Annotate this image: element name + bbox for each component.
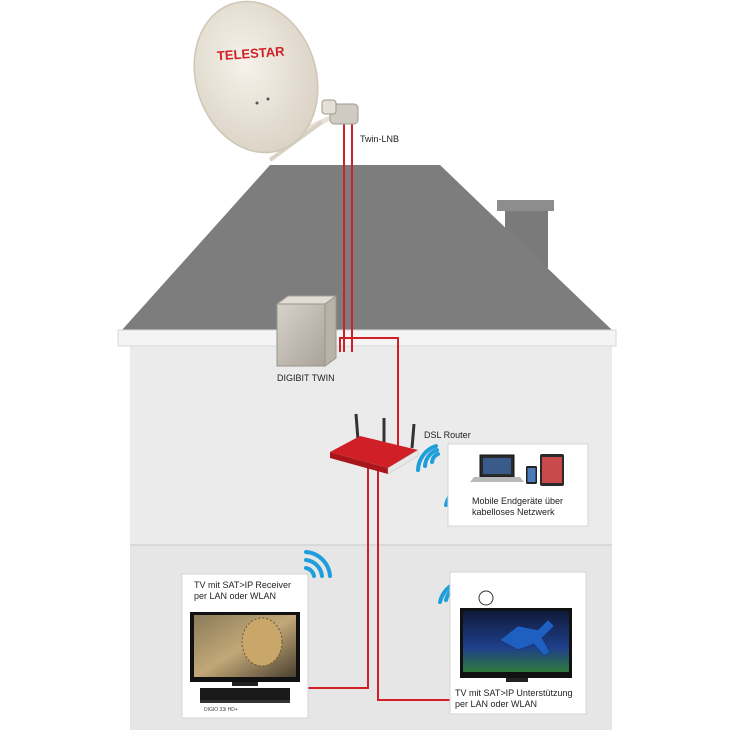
tv1-label-line1: TV mit SAT>IP Receiver bbox=[194, 580, 291, 590]
router-to-tv1-cable bbox=[298, 468, 369, 689]
tv2-stand bbox=[506, 678, 528, 682]
dish-hole bbox=[255, 101, 259, 105]
antenna bbox=[410, 423, 416, 449]
sat-receiver bbox=[200, 688, 290, 702]
mobile-panel-box bbox=[447, 443, 589, 527]
router-front bbox=[330, 452, 388, 474]
tablet-display bbox=[542, 457, 562, 483]
tv1-stand bbox=[232, 682, 258, 686]
football-player bbox=[499, 619, 555, 657]
wifi-icon-tv1 bbox=[304, 550, 332, 578]
mobile-label: Mobile Endgeräte über kabelloses Netzwer… bbox=[472, 496, 563, 518]
dsl-router-device bbox=[330, 413, 419, 475]
twin-lnb-feed bbox=[321, 99, 337, 115]
tv1-label-line2: per LAN oder WLAN bbox=[194, 591, 277, 601]
laptop-display bbox=[483, 458, 511, 474]
multiswitch-to-router-cable bbox=[339, 337, 399, 452]
leopard-image bbox=[241, 617, 283, 667]
tv2-label-line2: per LAN oder WLAN bbox=[455, 699, 538, 709]
brand-logo: TELESTAR bbox=[216, 44, 285, 64]
football bbox=[478, 590, 494, 606]
tv1-panel bbox=[181, 573, 309, 719]
multiswitch-body bbox=[276, 303, 326, 367]
mobile-devices-panel bbox=[447, 443, 589, 527]
phone-display bbox=[527, 468, 536, 482]
laptop-base bbox=[470, 477, 524, 482]
tv1-label: TV mit SAT>IP Receiver per LAN oder WLAN bbox=[194, 580, 291, 602]
cables bbox=[298, 124, 452, 701]
router-top bbox=[330, 436, 418, 468]
lnb-label: Twin-LNB bbox=[360, 134, 400, 144]
mobile-label-line1: Mobile Endgeräte über bbox=[472, 496, 564, 506]
chimney-cap bbox=[497, 200, 554, 211]
receiver-model-label: DIGIO 33i HD+ bbox=[204, 707, 238, 713]
router-label: DSL Router bbox=[424, 430, 471, 440]
router-to-tv2-cable bbox=[377, 468, 452, 701]
dish-reflector bbox=[193, 0, 319, 154]
sat-receiver-front bbox=[200, 700, 290, 703]
satellite-dish bbox=[193, 0, 359, 162]
multiswitch-side bbox=[324, 295, 337, 367]
tv2-label: TV mit SAT>IP Unterstützung per LAN oder… bbox=[455, 688, 572, 710]
tv2-panel bbox=[449, 571, 587, 715]
antenna bbox=[354, 413, 360, 441]
wifi-icon-router bbox=[416, 444, 440, 472]
multiswitch-device bbox=[275, 295, 338, 367]
tv2-label-line1: TV mit SAT>IP Unterstützung bbox=[455, 688, 573, 698]
mobile-label-line2: kabelloses Netzwerk bbox=[472, 507, 555, 517]
router-side bbox=[387, 449, 419, 475]
dish-hole bbox=[266, 97, 270, 101]
multiswitch-label: DIGIBIT TWIN bbox=[277, 373, 335, 383]
roof bbox=[122, 165, 612, 330]
